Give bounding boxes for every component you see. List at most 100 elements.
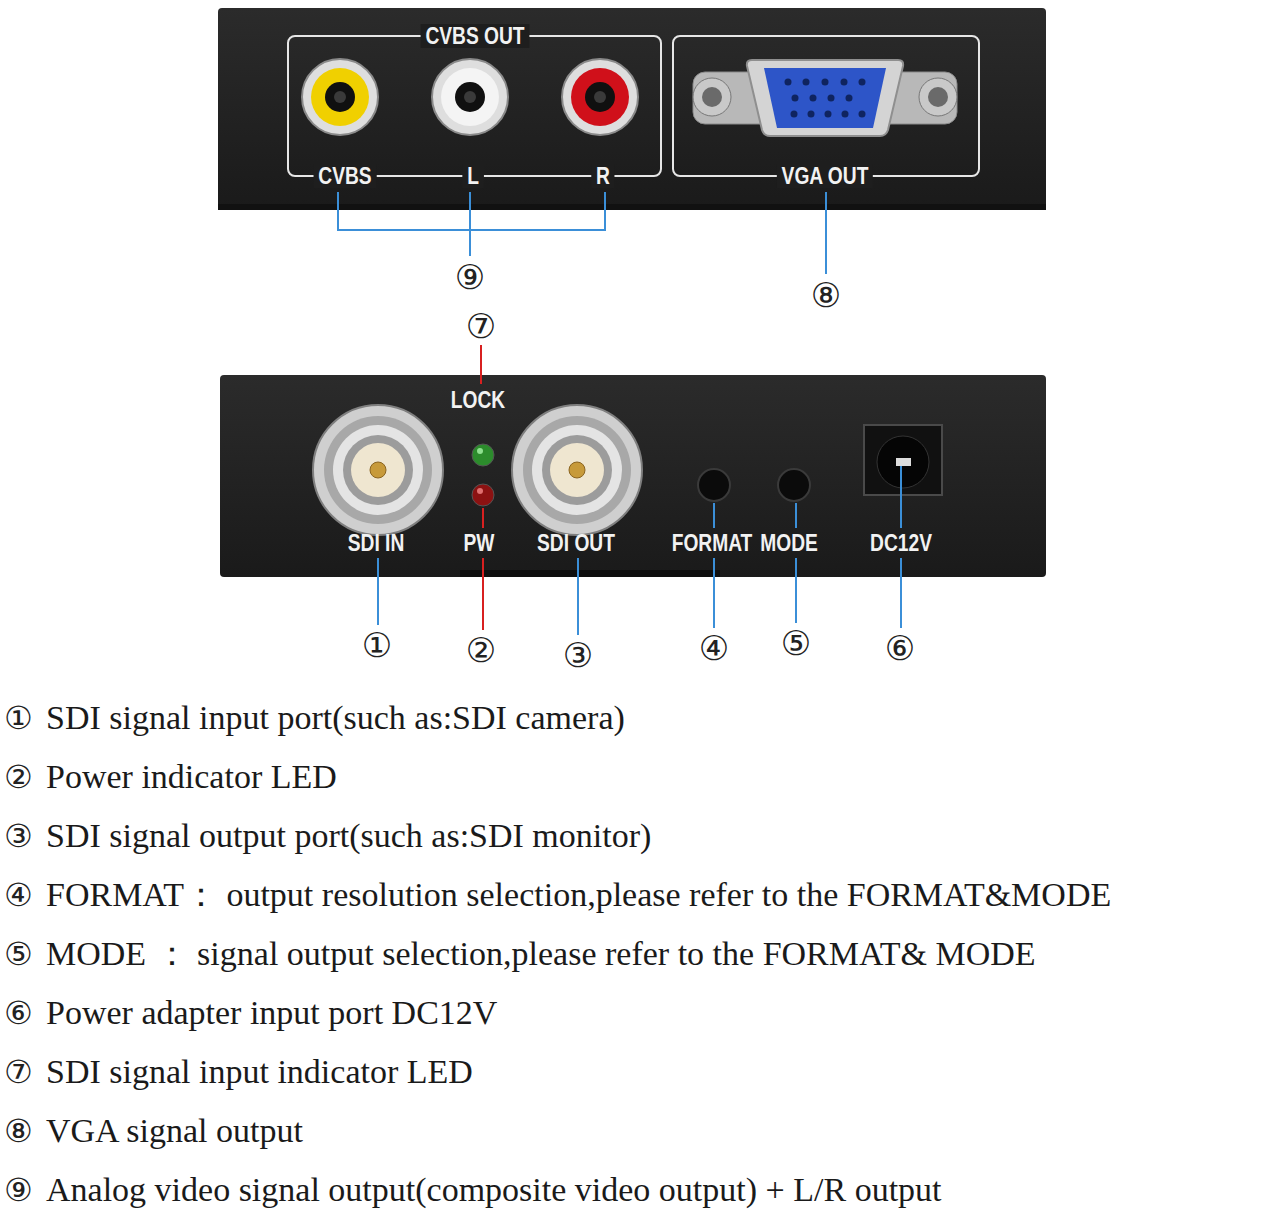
vga-screw-hole	[702, 87, 722, 107]
leader-line	[377, 558, 379, 625]
callout-number: ①	[362, 628, 392, 662]
callout-number: ⑨	[455, 260, 485, 294]
port-group-label: VGA OUT	[777, 164, 873, 188]
vga-shell	[747, 60, 903, 136]
port-label: MODE	[760, 531, 818, 555]
bnc-ring	[523, 416, 631, 524]
jack-ring	[432, 59, 508, 135]
port-group-label: CVBS	[314, 164, 377, 188]
bnc-inner	[343, 435, 413, 505]
jack-color	[311, 68, 369, 126]
callout-number: ③	[563, 638, 593, 672]
bnc-pin	[370, 462, 386, 478]
list-number: ⑧	[4, 1115, 33, 1147]
jack-hole	[455, 82, 485, 112]
format-button	[698, 469, 730, 501]
bnc-inner	[542, 435, 612, 505]
housing-edge	[218, 204, 1046, 210]
jack-color	[441, 68, 499, 126]
port-label: FORMAT	[672, 531, 753, 555]
jack-pin	[594, 91, 606, 103]
jack-pin	[334, 91, 346, 103]
jack-ring	[302, 59, 378, 135]
description-text: MODE ： signal output selection,please re…	[46, 935, 1036, 972]
description-text: Power adapter input port DC12V	[46, 994, 497, 1031]
callout-number: ②	[466, 633, 496, 667]
mode-button	[778, 469, 810, 501]
bnc-sleeve	[532, 425, 622, 515]
list-number: ⑨	[4, 1174, 33, 1206]
description-text: FORMAT： output resolution selection,plea…	[46, 876, 1111, 913]
jack-color	[571, 68, 629, 126]
vga-insert	[764, 68, 886, 128]
description-text: SDI signal input indicator LED	[46, 1053, 473, 1090]
bnc-insulator	[550, 443, 604, 497]
device-housing	[220, 375, 1046, 577]
device-housing	[218, 8, 1046, 210]
power-led	[472, 484, 494, 506]
list-number: ③	[4, 820, 33, 852]
rca-jack-red	[562, 59, 638, 135]
vga-screw	[693, 78, 731, 116]
port-group-label: CVBS OUT	[421, 24, 530, 48]
list-number: ⑤	[4, 938, 33, 970]
port-label: PW	[464, 531, 495, 555]
leader-line	[482, 508, 484, 528]
dc-jack-hole	[877, 436, 929, 488]
dc-jack-pin	[896, 458, 911, 466]
description-text: Power indicator LED	[46, 758, 337, 795]
rca-jack-white	[432, 59, 508, 135]
description-text: SDI signal output port(such as:SDI monit…	[46, 817, 651, 854]
port-label: SDI IN	[348, 531, 405, 555]
led-highlight	[477, 488, 483, 494]
leader-line	[795, 558, 797, 623]
lock-led	[472, 444, 494, 466]
led-highlight	[477, 448, 483, 454]
leader-line	[825, 192, 827, 274]
callout-number: ④	[699, 631, 729, 665]
bnc-ring	[324, 416, 432, 524]
vga-pins	[785, 79, 866, 118]
vga-connector	[693, 60, 957, 136]
leader-line	[469, 192, 471, 256]
vga-screw-hole	[928, 87, 948, 107]
bnc-flange	[512, 405, 642, 535]
callout-number: ⑤	[781, 626, 811, 660]
housing-foot	[460, 570, 720, 577]
leader-line	[900, 466, 902, 528]
jack-hole	[585, 82, 615, 112]
leader-line	[900, 558, 902, 628]
leader-bracket	[338, 192, 605, 230]
bnc-pin	[569, 462, 585, 478]
dc-jack-body	[864, 425, 942, 495]
vga-screw	[919, 78, 957, 116]
leader-line	[480, 345, 482, 384]
port-group-label: R	[591, 164, 614, 188]
port-label: DC12V	[870, 531, 932, 555]
leader-lines	[338, 192, 901, 635]
callout-number: ⑧	[811, 278, 841, 312]
port-group-frame: VGA OUT	[672, 35, 980, 177]
bnc-connector	[512, 405, 642, 535]
callout-number: ⑥	[885, 631, 915, 665]
leader-line	[795, 503, 797, 528]
rca-jack-yellow	[302, 59, 378, 135]
callout-number: ⑦	[466, 309, 496, 343]
jack-ring	[562, 59, 638, 135]
port-label: SDI OUT	[537, 531, 615, 555]
bnc-connector	[313, 405, 443, 535]
list-number: ④	[4, 879, 33, 911]
list-number: ①	[4, 702, 33, 734]
description-text: SDI signal input port(such as:SDI camera…	[46, 699, 625, 736]
description-text: VGA signal output	[46, 1112, 303, 1149]
bnc-sleeve	[333, 425, 423, 515]
port-group-frame: CVBS OUTCVBSLR	[287, 35, 662, 177]
jack-pin	[464, 91, 476, 103]
bnc-flange	[313, 405, 443, 535]
leader-line	[577, 558, 579, 635]
list-number: ②	[4, 761, 33, 793]
leader-line	[713, 503, 715, 528]
